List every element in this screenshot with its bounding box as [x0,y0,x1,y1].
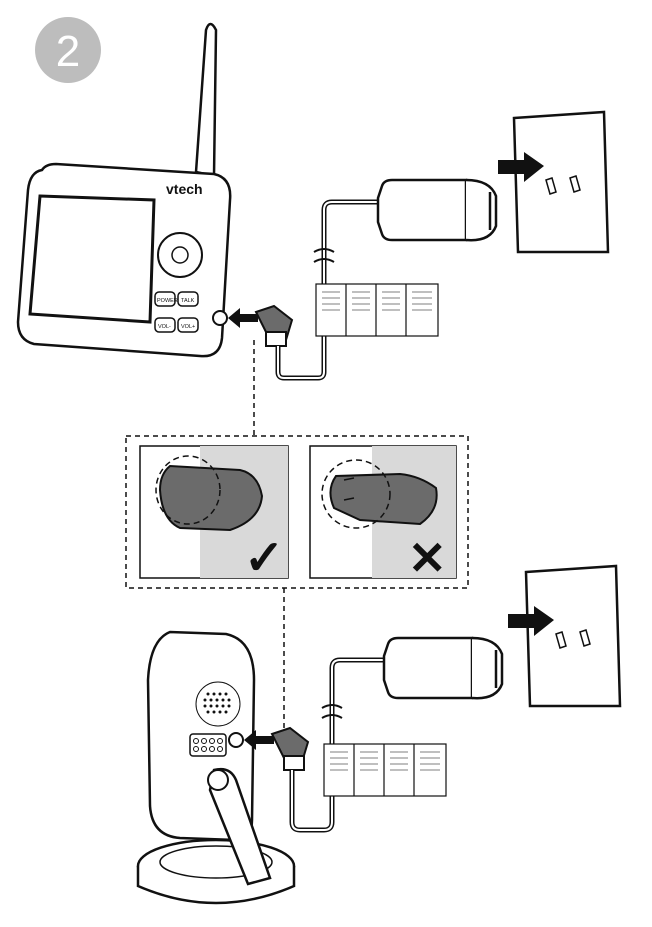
speaker-grille [195,681,241,727]
screen [28,194,156,324]
insert-arrow-outlet-parent [498,152,544,182]
power-button [154,291,176,307]
power-button-label: POWER [157,298,178,304]
wall-outlet-parent [512,110,610,254]
insert-arrow-parent [228,308,258,328]
correct-mark: ✓ [244,532,284,585]
warning-label-camera-text [330,751,440,771]
dc-plug-camera [270,726,310,771]
speaker-holes [203,692,231,714]
antenna [194,22,218,178]
talk-button-label: TALK [181,298,195,304]
camera-buttons [193,738,223,752]
insert-arrow-outlet-camera [508,606,554,636]
wrong-mark: ✕ [408,532,447,584]
brand-logo: vtech [166,181,203,197]
step-badge: 2 [35,17,101,83]
talk-button [177,291,199,307]
power-port [212,310,228,326]
dc-plug-parent [254,304,294,347]
vol-plus-label: VOL+ [181,324,195,330]
vol-plus-button [177,317,199,333]
power-adapter-camera [382,636,504,700]
cable-break-parent [313,248,335,263]
insert-arrow-camera [244,730,274,750]
wrong-panel: ✕ [309,445,457,584]
parent-unit [16,22,232,358]
comparison-frame [125,435,469,589]
wall-outlet-camera [524,564,622,708]
camera-unit [136,630,296,905]
cable-break-camera [321,704,343,719]
power-adapter-parent [376,178,498,242]
step-number: 2 [56,27,80,76]
vol-minus-button [154,317,176,333]
camera-button-panel [189,733,227,757]
vol-minus-label: VOL- [158,324,171,330]
warning-label-parent-text [322,291,432,311]
camera-power-port [228,732,244,748]
correct-panel: ✓ [139,445,289,585]
